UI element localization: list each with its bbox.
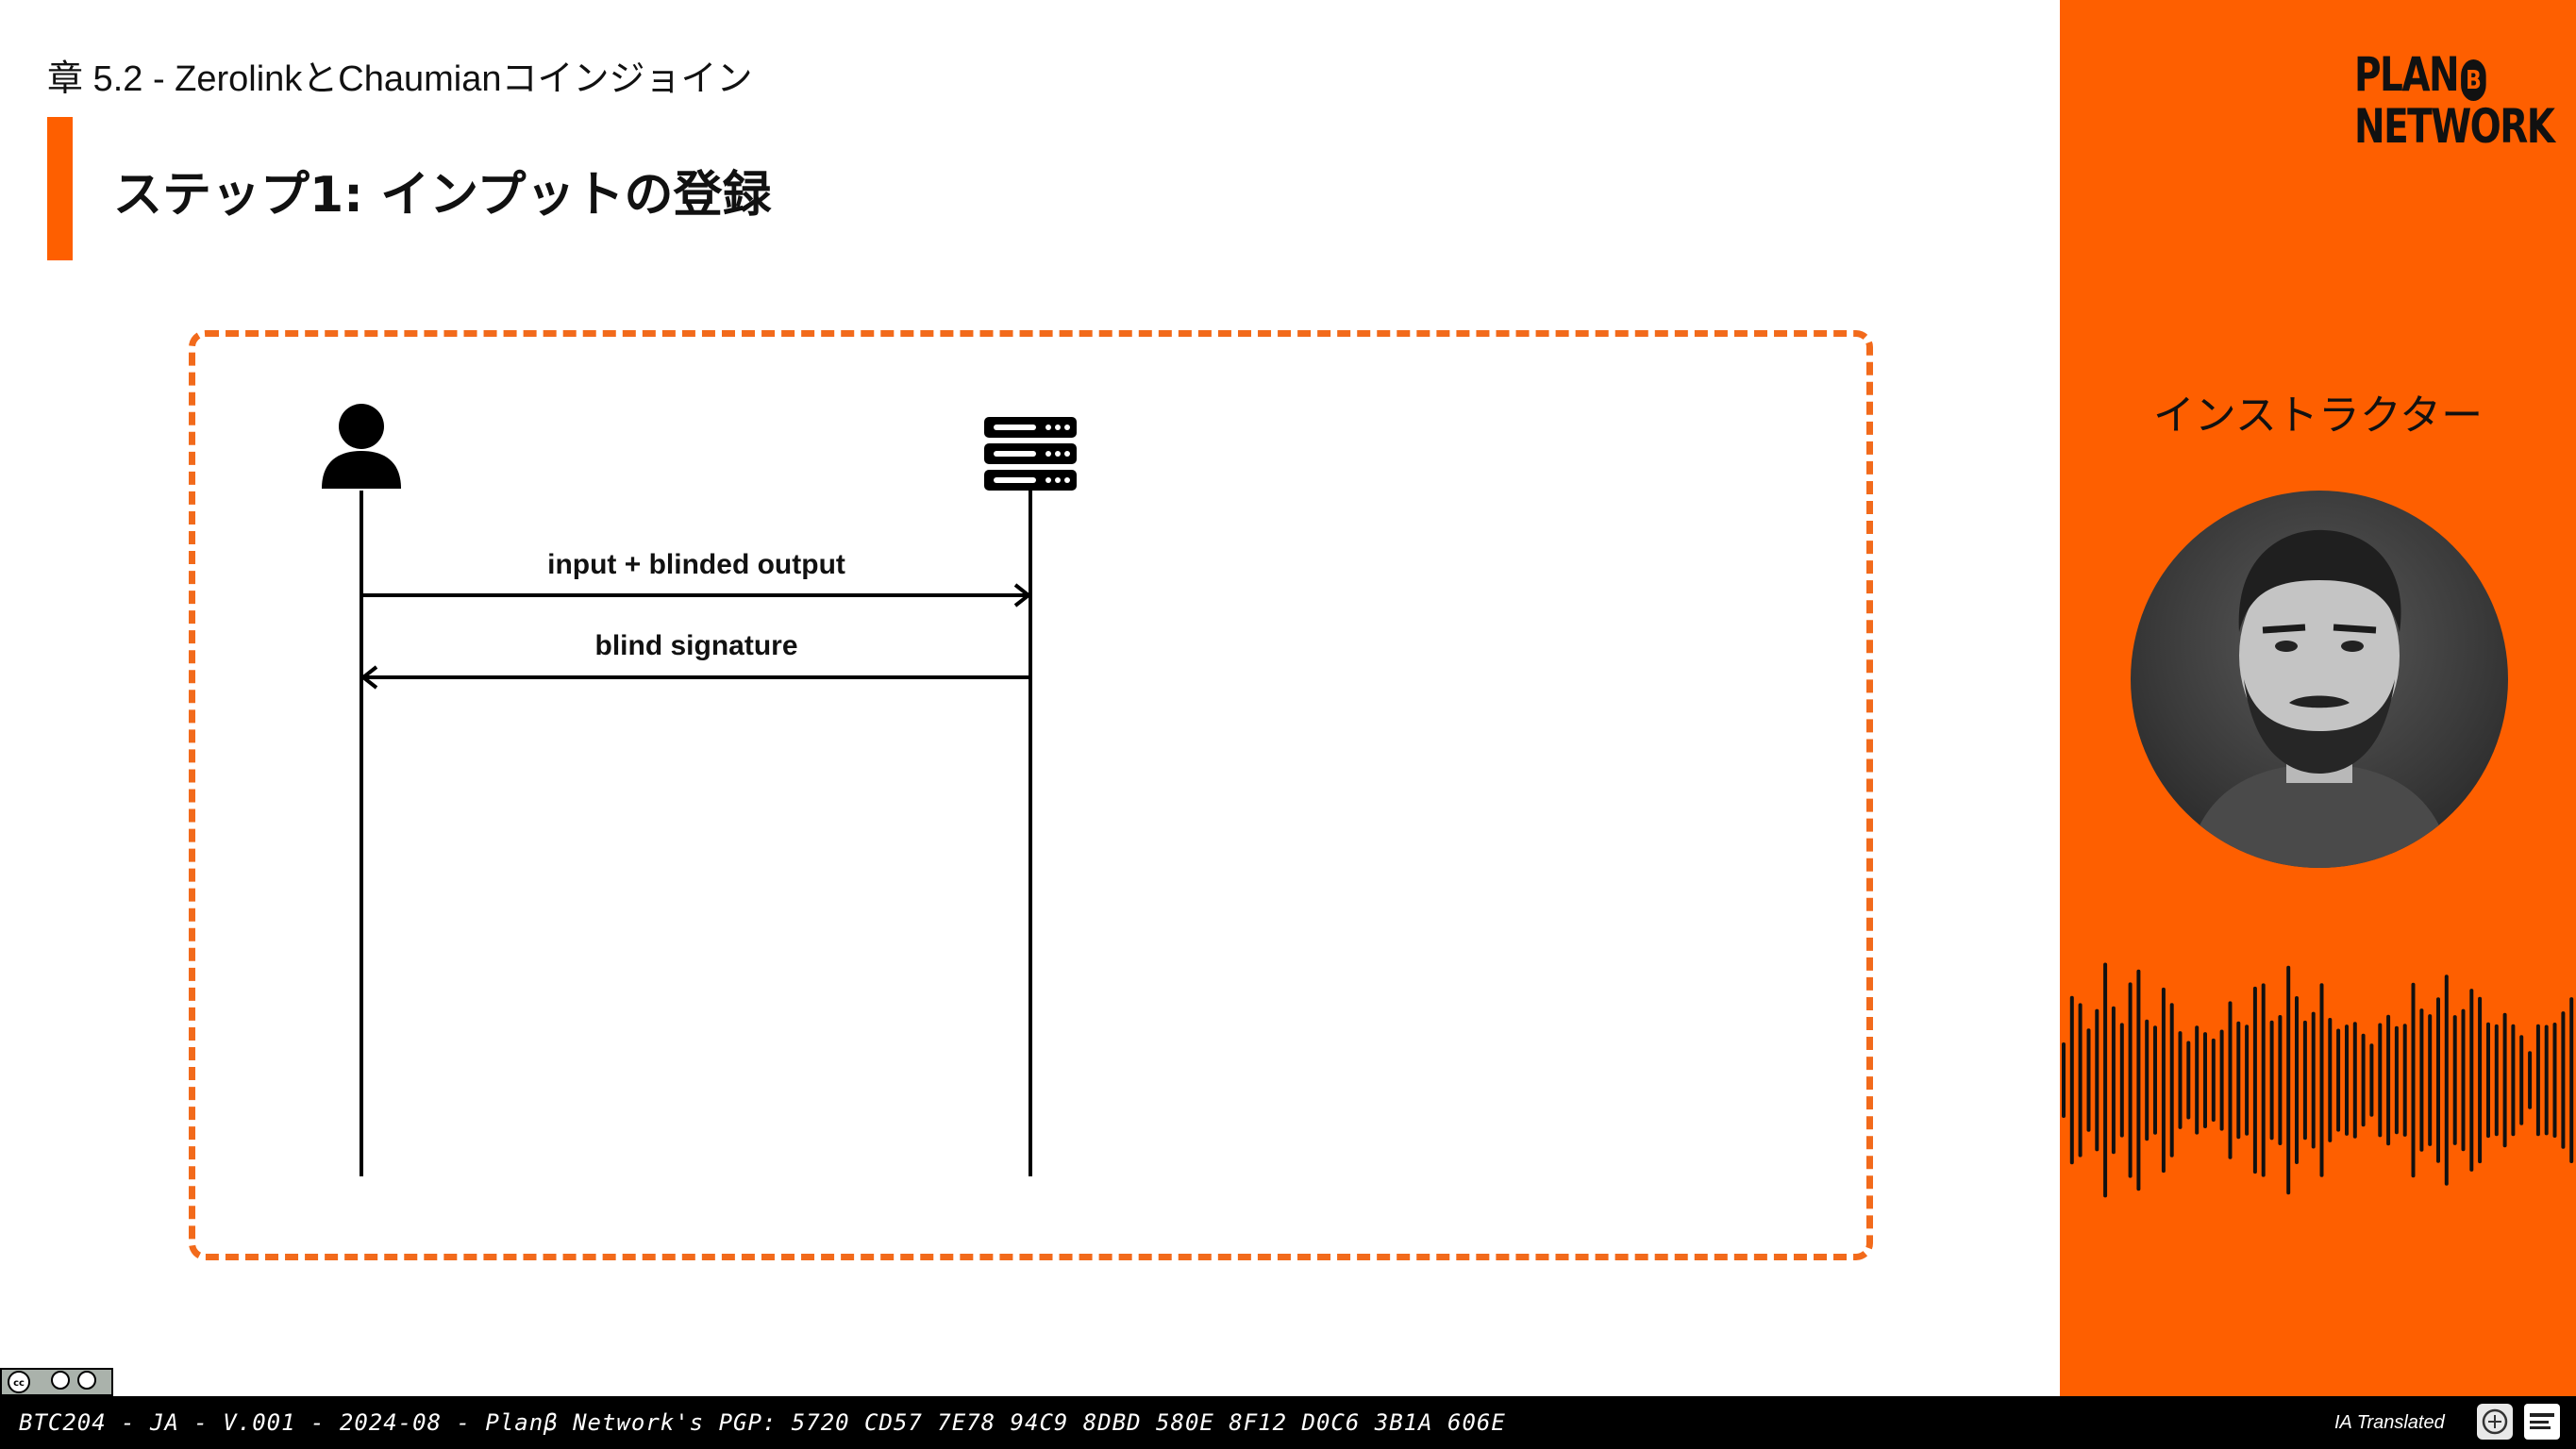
waveform-bar	[2261, 983, 2266, 1177]
lab-logo-icon	[2524, 1404, 2560, 1440]
waveform-bar	[2478, 996, 2483, 1164]
waveform-bar	[2528, 1051, 2533, 1109]
title-accent-bar	[47, 117, 73, 260]
waveform-bar	[2519, 1035, 2524, 1125]
waveform-bar	[2228, 1001, 2233, 1159]
waveform-bar	[2211, 1038, 2216, 1122]
waveform-bar	[2078, 1003, 2083, 1158]
instructor-avatar	[2131, 491, 2508, 868]
waveform-bar	[2295, 996, 2299, 1164]
sequence-diagram	[322, 404, 1077, 1176]
waveform-bar	[2544, 1024, 2549, 1136]
waveform-bar	[2535, 1024, 2540, 1137]
step-title: ステップ1: インプットの登録	[113, 167, 772, 224]
ia-translated-label: IA Translated	[2334, 1412, 2445, 1433]
waveform-bar	[2394, 1025, 2399, 1135]
waveform-bar	[2319, 983, 2324, 1177]
waveform-bar	[2095, 1008, 2099, 1152]
waveform-bar	[2169, 1003, 2174, 1158]
waveform-bar	[2369, 1043, 2374, 1117]
waveform-bar	[2411, 982, 2416, 1178]
diagram-frame	[189, 330, 1873, 1260]
ai-translate-icon	[2477, 1404, 2513, 1440]
logo-line2: NETWORK	[2354, 99, 2555, 154]
waveform-bar	[2378, 1023, 2383, 1138]
instructor-label: インストラクター	[2152, 391, 2484, 440]
waveform-bar	[2328, 1018, 2333, 1142]
logo-b-badge: B	[2461, 59, 2486, 101]
waveform-bar	[2486, 1022, 2490, 1139]
waveform-bar	[2161, 987, 2166, 1174]
waveform-bar	[2186, 1041, 2191, 1120]
waveform-bar	[2352, 1022, 2357, 1139]
waveform-bar	[2552, 1023, 2557, 1138]
waveform-bar	[2252, 986, 2257, 1174]
waveform-bar	[2062, 1042, 2066, 1118]
waveform-bar	[2103, 962, 2108, 1198]
footer-pgp-text: BTC204 - JA - V.001 - 2024-08 - Planβ Ne…	[19, 1409, 1506, 1436]
audio-waveform	[2062, 962, 2574, 1198]
waveform-bar	[2203, 1032, 2207, 1128]
waveform-bar	[2145, 1019, 2149, 1141]
waveform-bar	[2419, 1008, 2424, 1152]
waveform-bar	[2428, 1014, 2433, 1146]
waveform-bar	[2286, 965, 2291, 1195]
waveform-bar	[2436, 997, 2440, 1163]
waveform-bar	[2386, 1014, 2391, 1146]
waveform-bar	[2119, 1023, 2124, 1138]
waveform-bar	[2086, 1028, 2091, 1132]
message-label-1: input + blinded output	[547, 549, 845, 580]
waveform-bar	[2069, 995, 2074, 1165]
waveform-bar	[2345, 1024, 2349, 1136]
user-icon	[322, 404, 401, 489]
waveform-bar	[2361, 1033, 2366, 1127]
waveform-bar	[2153, 1025, 2157, 1135]
waveform-bar	[2311, 1011, 2316, 1149]
waveform-bar	[2494, 1024, 2499, 1137]
waveform-bar	[2502, 1012, 2507, 1148]
chapter-title: 章 5.2 - ZerolinkとChaumianコインジョイン	[47, 59, 753, 99]
slide-main: 章 5.2 - ZerolinkとChaumianコインジョイン ステップ1: …	[47, 59, 1873, 1260]
waveform-bar	[2469, 989, 2474, 1172]
server-icon	[984, 417, 1077, 491]
arrowhead-left	[360, 665, 378, 690]
waveform-bar	[2178, 1031, 2183, 1129]
waveform-bar	[2444, 974, 2449, 1186]
waveform-bar	[2561, 1011, 2566, 1149]
waveform-bar	[2402, 1024, 2407, 1137]
cc-license-badge: cc	[0, 1368, 113, 1396]
logo-line1: PLAN	[2354, 47, 2460, 102]
waveform-bar	[2511, 1024, 2516, 1137]
waveform-bar	[2336, 1028, 2341, 1132]
waveform-bar	[2111, 1006, 2116, 1155]
waveform-bar	[2236, 1021, 2241, 1140]
waveform-bar	[2128, 982, 2133, 1178]
waveform-bar	[2136, 969, 2141, 1191]
waveform-bar	[2302, 1020, 2307, 1141]
waveform-bar	[2195, 1025, 2200, 1135]
footer-bar: BTC204 - JA - V.001 - 2024-08 - Planβ Ne…	[0, 1396, 2576, 1449]
arrowhead-right	[1013, 583, 1032, 608]
waveform-bar	[2245, 1024, 2250, 1136]
waveform-bar	[2452, 1015, 2457, 1145]
instructor-portrait	[2187, 529, 2451, 868]
waveform-bar	[2461, 1008, 2466, 1152]
svg-text:cc: cc	[13, 1378, 25, 1389]
message-label-2: blind signature	[594, 630, 798, 661]
waveform-bar	[2278, 1015, 2283, 1145]
waveform-bar	[2569, 997, 2574, 1163]
waveform-bar	[2219, 1029, 2224, 1131]
waveform-bar	[2269, 1020, 2274, 1141]
